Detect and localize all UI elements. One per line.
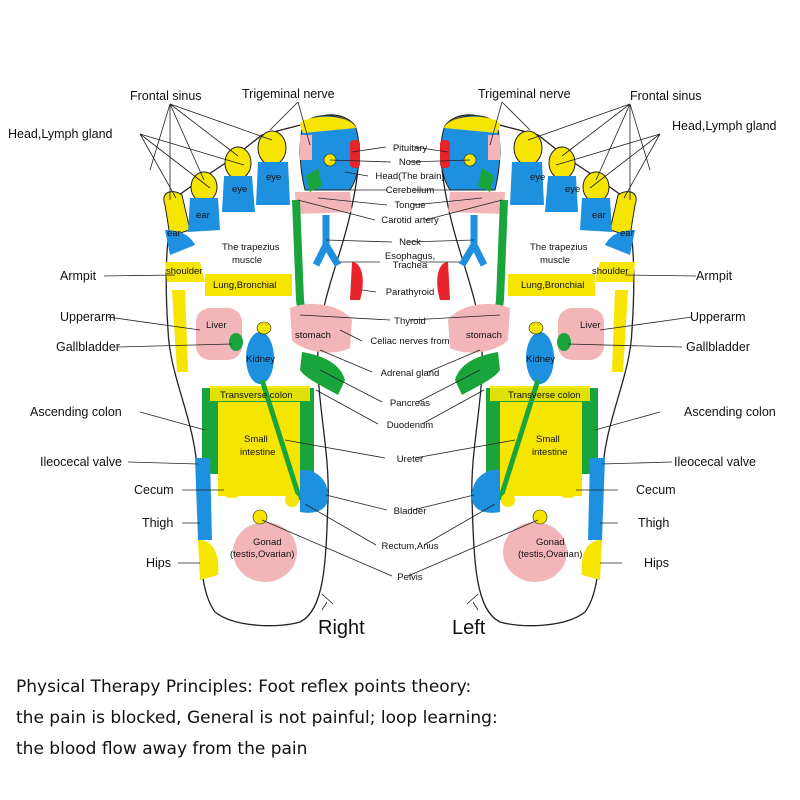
label-thyroid: Thyroid: [394, 316, 426, 327]
label-hips-l: Hips: [644, 556, 669, 570]
inner-transverse-colon-l: Transverse colon: [508, 390, 581, 401]
label-trigeminal-nerve-l: Trigeminal nerve: [478, 87, 571, 101]
inner-small-intestine-l2: intestine: [532, 447, 567, 458]
label-gallbladder-r: Gallbladder: [56, 340, 120, 354]
label-celiac: Celiac nerves from: [370, 336, 449, 347]
inner-ear-r1: ear: [196, 210, 210, 221]
label-head-brain: Head(The brain): [375, 171, 444, 182]
label-cecum-l: Cecum: [636, 483, 676, 497]
label-frontal-sinus-r: Frontal sinus: [130, 89, 202, 103]
inner-trapezius-r1: The trapezius: [222, 242, 280, 253]
label-thigh-r: Thigh: [142, 516, 173, 530]
inner-small-intestine-l1: Small: [536, 434, 560, 445]
label-hips-r: Hips: [146, 556, 171, 570]
caption-line-2: the pain is blocked, General is not pain…: [16, 708, 498, 728]
label-ileocecal-r: Ileocecal valve: [40, 455, 122, 469]
label-esophagus: Esophagus,: [385, 251, 435, 262]
label-upperarm-l: Upperarm: [690, 310, 746, 324]
label-right-foot: Right: [318, 617, 365, 639]
inner-small-intestine-r2: intestine: [240, 447, 275, 458]
leader-lines: [103, 101, 393, 611]
inner-liver-l: Liver: [580, 320, 601, 331]
inner-eye-r1: eye: [232, 184, 247, 195]
caption-line-3: the blood flow away from the pain: [16, 739, 308, 759]
leader-lines-left: [407, 101, 697, 611]
label-adrenal-gland: Adrenal gland: [381, 368, 440, 379]
inner-small-intestine-r1: Small: [244, 434, 268, 445]
label-frontal-sinus-l: Frontal sinus: [630, 89, 702, 103]
label-ascending-colon-r: Ascending colon: [30, 405, 122, 419]
inner-eye-l1: eye: [530, 172, 545, 183]
inner-shoulder-l: shoulder: [592, 266, 628, 277]
label-trigeminal-nerve-r: Trigeminal nerve: [242, 87, 335, 101]
label-pituitary: Pituitary: [393, 143, 428, 154]
inner-gonad-l1: Gonad: [536, 537, 565, 548]
label-head-lymph-l: Head,Lymph gland: [672, 119, 777, 133]
inner-ear-l2: ear: [620, 228, 634, 239]
label-thigh-l: Thigh: [638, 516, 669, 530]
caption-line-1: Physical Therapy Principles: Foot reflex…: [16, 677, 472, 697]
label-pancreas: Pancreas: [390, 398, 430, 409]
label-bladder: Bladder: [394, 506, 427, 517]
inner-trapezius-l2: muscle: [540, 255, 570, 266]
caption: Physical Therapy Principles: Foot reflex…: [16, 672, 786, 765]
inner-eye-r2: eye: [266, 172, 281, 183]
label-ureter: Ureter: [397, 454, 423, 465]
label-armpit-r: Armpit: [60, 269, 97, 283]
inner-stomach-l: stomach: [466, 330, 502, 341]
inner-transverse-colon-r: Transverse colon: [220, 390, 293, 401]
label-rectum-anus: Rectum,Anus: [381, 541, 438, 552]
inner-kidney-l: Kidney: [526, 354, 555, 365]
inner-gonad-r1: Gonad: [253, 537, 282, 548]
inner-trapezius-l1: The trapezius: [530, 242, 588, 253]
label-carotid-artery: Carotid artery: [381, 215, 439, 226]
label-trachea: Trachea: [393, 260, 428, 271]
label-tongue: Tongue: [394, 200, 425, 211]
inner-liver-r: Liver: [206, 320, 227, 331]
inner-trapezius-r2: muscle: [232, 255, 262, 266]
label-armpit-l: Armpit: [696, 269, 733, 283]
label-upperarm-r: Upperarm: [60, 310, 116, 324]
inner-ear-r2: ear: [167, 228, 181, 239]
label-gallbladder-l: Gallbladder: [686, 340, 750, 354]
label-parathyroid: Parathyroid: [386, 287, 435, 298]
label-cerebellum: Cerebellum: [386, 185, 435, 196]
inner-kidney-r: Kidney: [246, 354, 275, 365]
inner-shoulder-r: shoulder: [166, 266, 202, 277]
inner-ear-l1: ear: [592, 210, 606, 221]
inner-gonad-r2: (testis,Ovarian): [230, 549, 294, 560]
label-ascending-colon-l: Ascending colon: [684, 405, 776, 419]
label-cecum-r: Cecum: [134, 483, 174, 497]
inner-lung-r: Lung,Bronchial: [213, 280, 276, 291]
label-head-lymph-r: Head,Lymph gland: [8, 127, 113, 141]
label-pelvis: Pelvis: [397, 572, 423, 583]
label-nose: Nose: [399, 157, 421, 168]
label-left-foot: Left: [452, 617, 486, 639]
label-ileocecal-l: Ileocecal valve: [674, 455, 756, 469]
inner-gonad-l2: (testis,Ovarian): [518, 549, 582, 560]
label-neck: Neck: [399, 237, 421, 248]
inner-lung-l: Lung,Bronchial: [521, 280, 584, 291]
inner-stomach-r: stomach: [295, 330, 331, 341]
inner-eye-l2: eye: [565, 184, 580, 195]
label-duodenum: Duodenum: [387, 420, 434, 431]
